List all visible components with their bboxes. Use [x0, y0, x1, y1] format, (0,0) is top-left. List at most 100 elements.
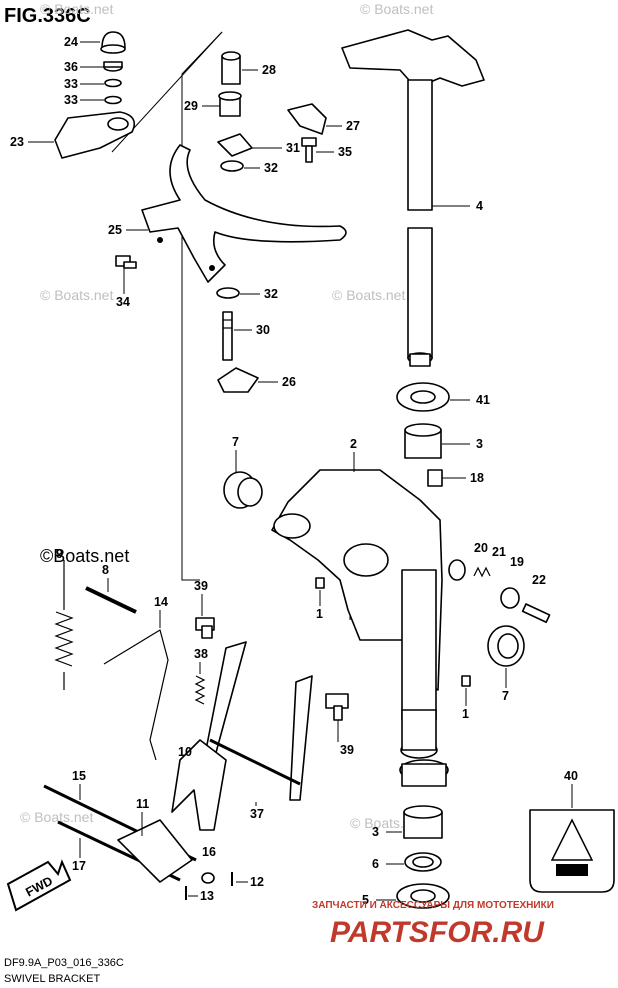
callout: 7 [502, 689, 509, 703]
warning-label-icon [529, 809, 615, 893]
part-8-rod [85, 586, 137, 614]
callout: 37 [250, 807, 264, 821]
callout: 19 [510, 555, 524, 569]
part-20-collar [448, 559, 466, 581]
callout: 16 [202, 845, 216, 859]
callout: 3 [476, 437, 483, 451]
callout: 1 [462, 707, 469, 721]
callout: 31 [286, 141, 300, 155]
callout: 20 [474, 541, 488, 555]
callout: 17 [72, 859, 86, 873]
part-1-grease-nipple [461, 675, 471, 687]
callout: 32 [264, 161, 278, 175]
watermark: © Boats.net [20, 809, 93, 825]
part-25-bracket [141, 144, 347, 283]
callout: 34 [116, 295, 130, 309]
callout: 9 [56, 547, 63, 561]
part-11-holder [117, 819, 193, 883]
part-24-cap [100, 31, 126, 54]
part-38-spring [194, 675, 206, 705]
group-outline [181, 31, 223, 581]
callout: 22 [532, 573, 546, 587]
watermark: © Boats.net [360, 1, 433, 17]
part-32-washer [220, 160, 244, 172]
callout: 6 [372, 857, 379, 871]
part-27-stopper [287, 103, 327, 135]
callout: 13 [200, 889, 214, 903]
part-19-knob [500, 587, 520, 609]
part-3-bushing [403, 805, 443, 839]
callout: 30 [256, 323, 270, 337]
callout: 35 [338, 145, 352, 159]
shop-brand-logo: PARTSFOR.RU [330, 916, 545, 949]
callout: 38 [194, 647, 208, 661]
callout: 41 [476, 393, 490, 407]
callout: 5 [362, 893, 369, 907]
part-34-bolt [115, 255, 137, 269]
part-21-spring [473, 566, 491, 578]
callouts: 24 36 33 33 28 29 23 27 31 35 32 4 25 32… [10, 35, 578, 907]
watermark: © Boats.net [40, 287, 113, 303]
part-16-washer [201, 872, 215, 884]
callout: 33 [64, 77, 78, 91]
watermark: © Boats.net [332, 287, 405, 303]
part-26-plate [217, 367, 259, 393]
part-31-plate [217, 133, 253, 157]
callout: 27 [346, 119, 360, 133]
part-29-collar [218, 91, 242, 117]
callout: 32 [264, 287, 278, 301]
fwd-arrow-icon: FWD [6, 859, 72, 912]
part-41-washer [396, 382, 450, 412]
part-22-bolt [521, 603, 551, 624]
part-28-bushing [221, 51, 241, 85]
callout: 39 [194, 579, 208, 593]
part-32-washer [216, 287, 240, 299]
part-18-pad [427, 469, 443, 487]
callout: 24 [64, 35, 78, 49]
callout: 8 [102, 563, 109, 577]
part-14-lever [103, 629, 169, 761]
part-9-spring [54, 560, 74, 690]
part-7-bushing [223, 471, 263, 509]
callout: 15 [72, 769, 86, 783]
callout: 12 [250, 875, 264, 889]
part-10-bracket [171, 739, 227, 831]
watermark: © Boats.net [40, 1, 113, 17]
callout: 18 [470, 471, 484, 485]
callout: 7 [232, 435, 239, 449]
callout: 39 [340, 743, 354, 757]
part-6-washer [404, 852, 442, 872]
callout: 23 [10, 135, 24, 149]
callout: 33 [64, 93, 78, 107]
callout: 40 [564, 769, 578, 783]
part-39-bolt [195, 617, 215, 639]
part-5-washer [396, 883, 450, 909]
callout: 25 [108, 223, 122, 237]
part-30-stud [222, 311, 233, 361]
callout: 28 [262, 63, 276, 77]
part-4-steering-shaft [341, 29, 485, 367]
part-3-bushing [404, 423, 442, 459]
callout: 2 [350, 437, 357, 451]
figure-code: DF9.9A_P03_016_336C [4, 957, 124, 969]
callout: 26 [282, 375, 296, 389]
part-7-bushing [487, 625, 525, 667]
callout: 14 [154, 595, 168, 609]
shop-tagline: ЗАПЧАСТИ И АКСЕССУАРЫ ДЛЯ МОТОТЕХНИКИ [312, 900, 554, 911]
watermark: ©Boats.net [40, 546, 129, 566]
callout: 36 [64, 60, 78, 74]
callout: 1 [316, 607, 323, 621]
callout: 11 [136, 797, 149, 811]
figure-title: FIG.336C [4, 5, 91, 27]
callout: 4 [476, 199, 483, 213]
callout: 29 [184, 99, 198, 113]
part-37-tilt-bar [203, 641, 313, 801]
callout: 21 [492, 545, 506, 559]
callout: 10 [178, 745, 192, 759]
figure-name: SWIVEL BRACKET [4, 973, 100, 985]
part-33-washer [104, 95, 122, 105]
part-2-swivel-bracket [271, 469, 449, 787]
part-35-bolt [301, 137, 317, 163]
part-33-washer [104, 78, 122, 88]
